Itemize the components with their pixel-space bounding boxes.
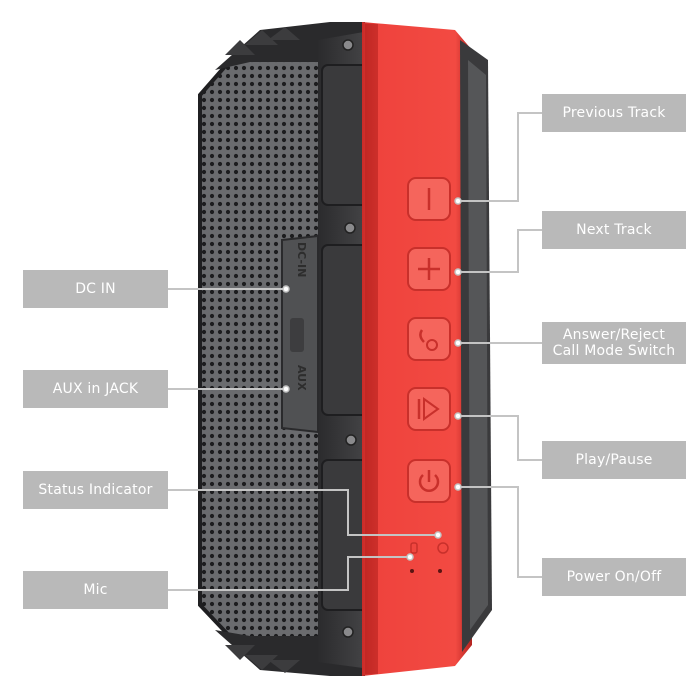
play-pause-icon bbox=[417, 397, 440, 421]
bluetooth-icon bbox=[437, 542, 449, 554]
label-play-pause-text: Play/Pause bbox=[575, 452, 653, 468]
phone-icon bbox=[419, 329, 438, 351]
label-status-indicator-text: Status Indicator bbox=[38, 482, 153, 498]
label-mic: Mic bbox=[23, 571, 168, 609]
answer-reject-button[interactable] bbox=[407, 317, 451, 361]
aux-port-text: AUX bbox=[295, 365, 308, 391]
label-previous-track-text: Previous Track bbox=[562, 105, 666, 121]
label-play-pause: Play/Pause bbox=[542, 441, 686, 479]
play-pause-button[interactable] bbox=[407, 387, 451, 431]
plus-icon bbox=[418, 258, 440, 280]
right-edge bbox=[460, 40, 492, 652]
label-mic-text: Mic bbox=[83, 582, 108, 598]
label-previous-track: Previous Track bbox=[542, 94, 686, 132]
leader-dots bbox=[282, 197, 462, 561]
label-next-track: Next Track bbox=[542, 211, 686, 249]
label-next-track-text: Next Track bbox=[576, 222, 652, 238]
label-dc-in: DC IN bbox=[23, 270, 168, 308]
leader-lines bbox=[168, 112, 542, 591]
label-power: Power On/Off bbox=[542, 558, 686, 596]
status-indicator bbox=[410, 542, 449, 573]
label-status-indicator: Status Indicator bbox=[23, 471, 168, 509]
power-icon bbox=[418, 470, 440, 492]
label-answer-reject-line2: Call Mode Switch bbox=[552, 343, 676, 359]
label-aux-jack-text: AUX in JACK bbox=[52, 381, 139, 397]
label-answer-reject: Answer/Reject Call Mode Switch bbox=[542, 322, 686, 364]
mic-icon bbox=[410, 542, 418, 554]
label-power-text: Power On/Off bbox=[566, 569, 662, 585]
port-cover bbox=[281, 234, 319, 434]
dc-in-port-text: DC-IN bbox=[295, 242, 308, 278]
next-track-button[interactable] bbox=[407, 247, 451, 291]
power-button[interactable] bbox=[407, 459, 451, 503]
label-dc-in-text: DC IN bbox=[75, 281, 116, 297]
previous-track-button[interactable] bbox=[407, 177, 451, 221]
label-aux-jack: AUX in JACK bbox=[23, 370, 168, 408]
label-answer-reject-line1: Answer/Reject bbox=[562, 327, 666, 343]
